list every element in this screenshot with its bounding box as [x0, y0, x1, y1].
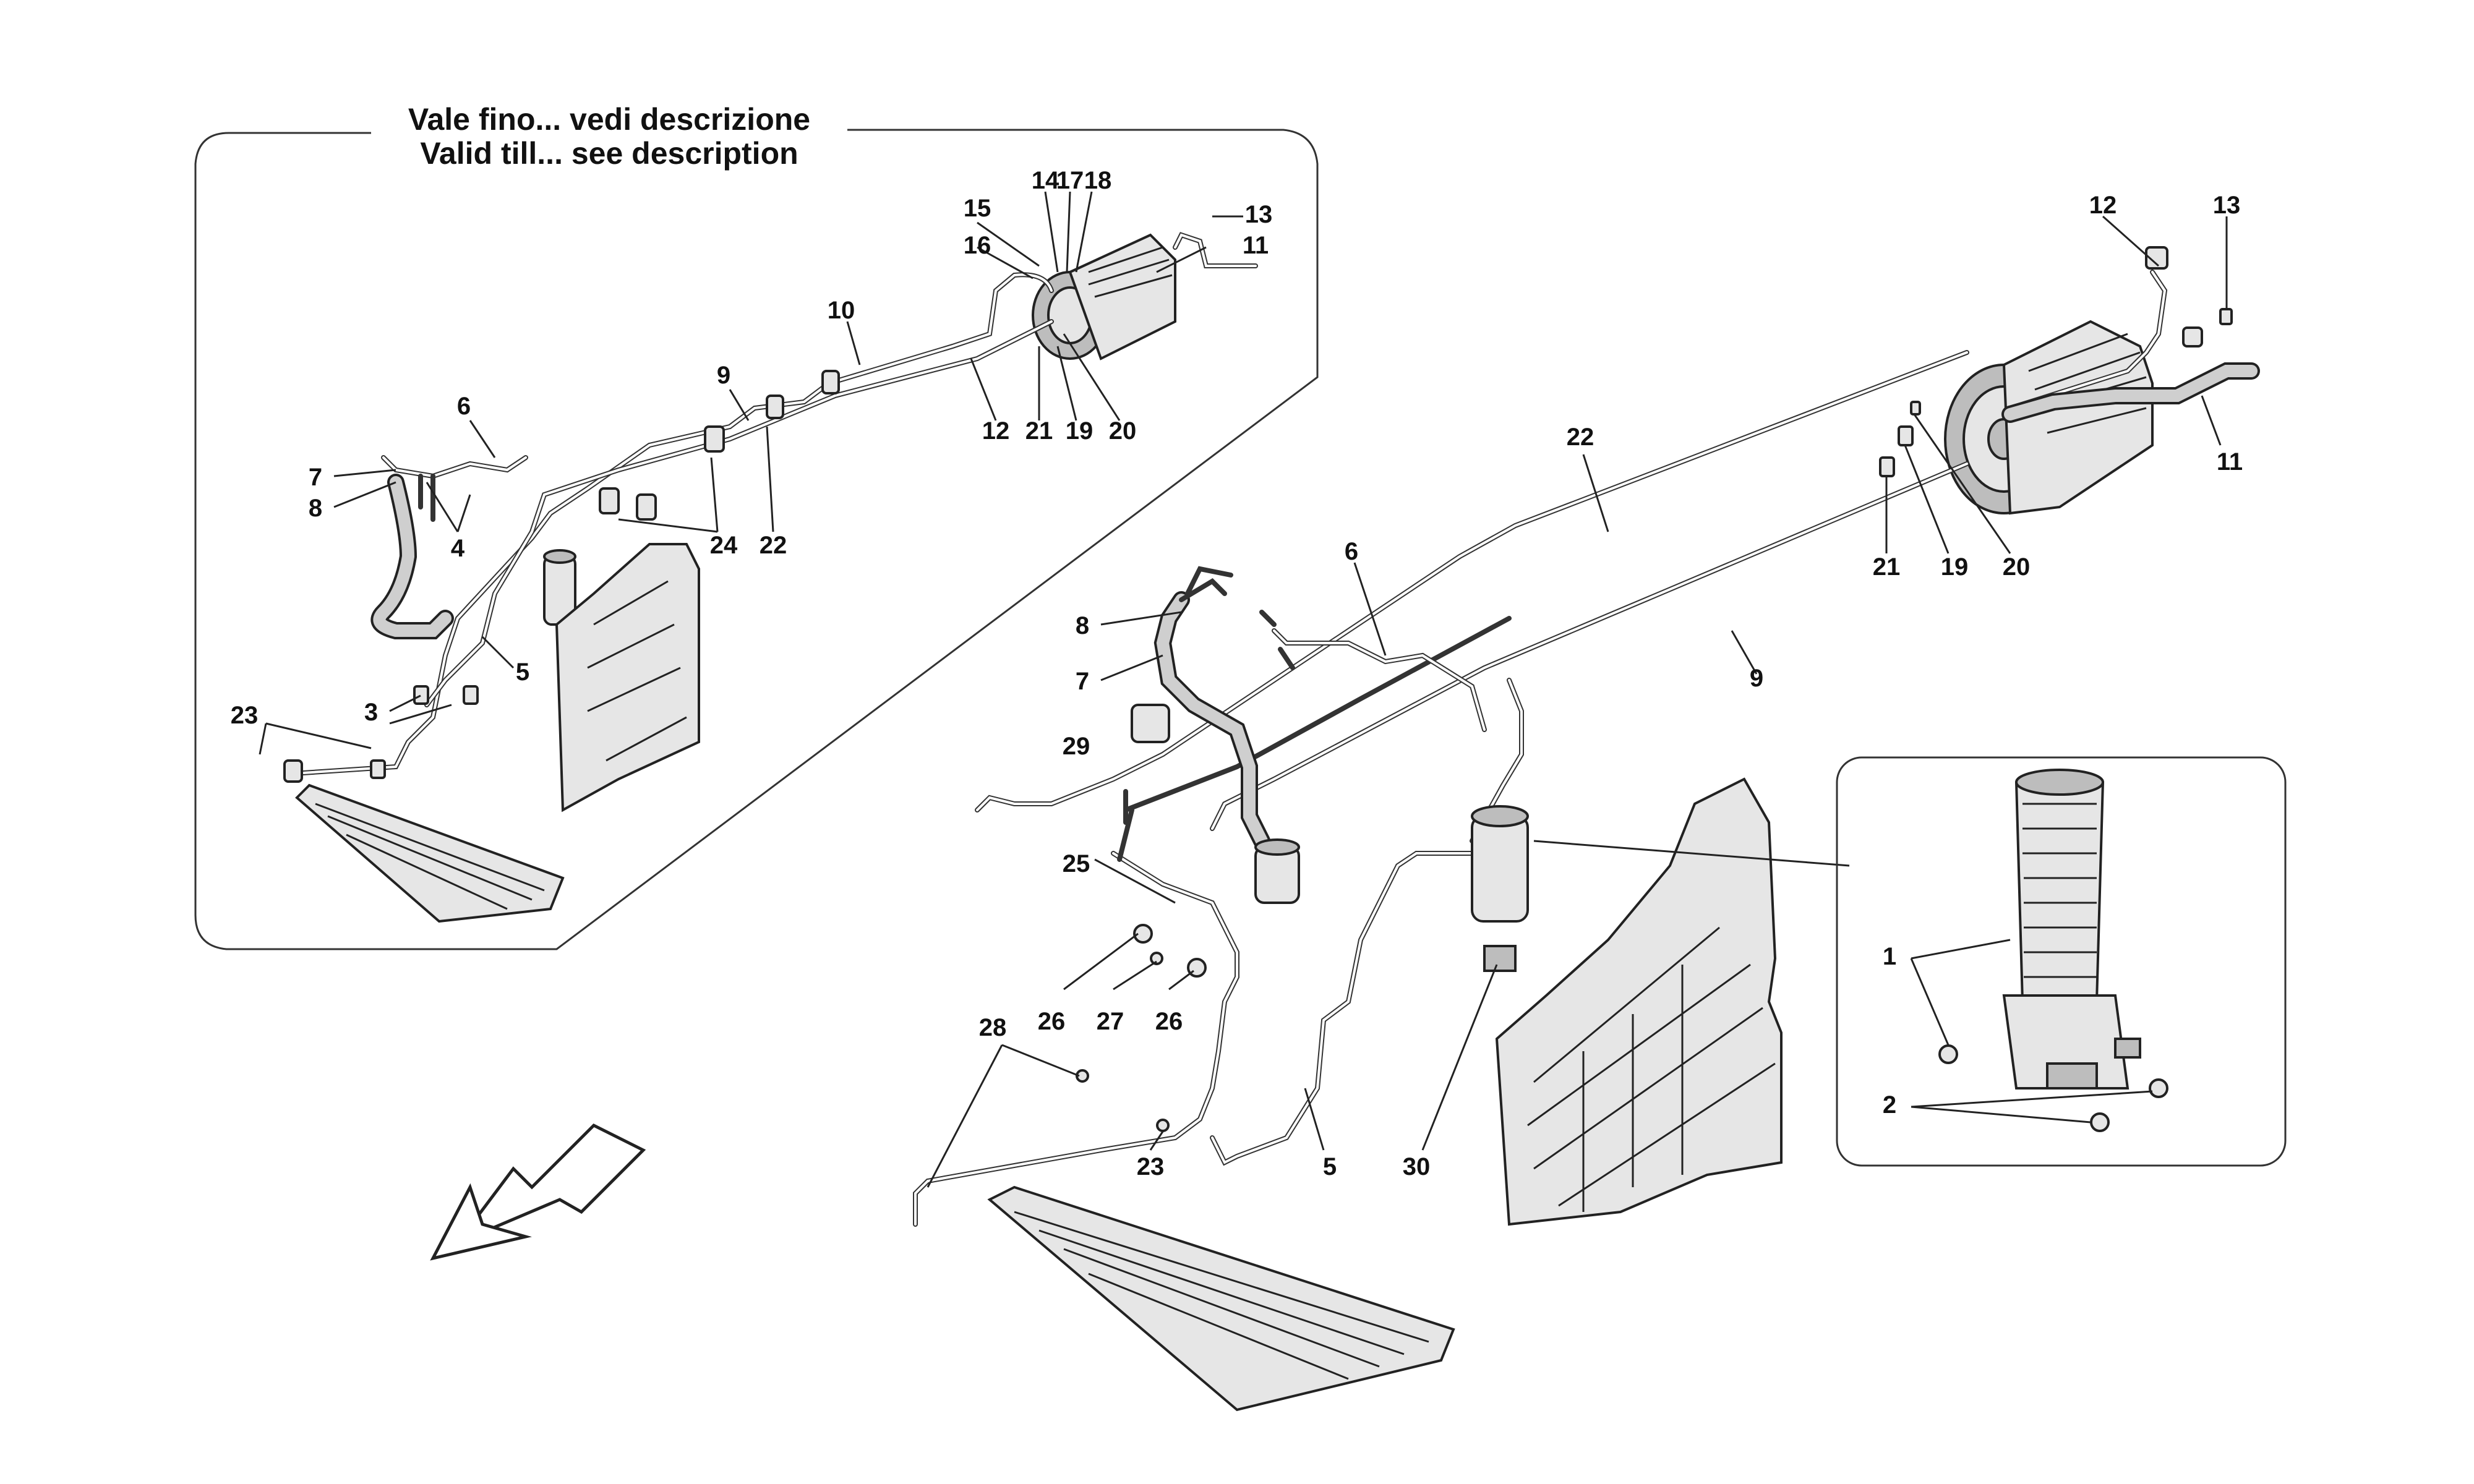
callout: 15: [964, 195, 991, 222]
main-hose-7: [1154, 566, 1270, 850]
inset-bracket: [555, 543, 700, 812]
arrow-down-left-icon: [430, 1123, 646, 1261]
callout: 12: [2089, 192, 2117, 219]
callout: 7: [309, 464, 322, 491]
callout: 8: [309, 495, 322, 522]
callout: 7: [1076, 668, 1089, 695]
callout: 5: [516, 659, 529, 686]
inset-pipes: [301, 232, 1258, 775]
callout: 26: [1038, 1008, 1066, 1035]
callout: 24: [710, 532, 738, 559]
callout: 5: [1323, 1153, 1337, 1180]
callout: 19: [1941, 553, 1969, 581]
callout: 13: [2213, 192, 2241, 219]
main-fittings: [1076, 246, 2233, 1132]
callout: 27: [1097, 1008, 1124, 1035]
callout: 3: [364, 699, 378, 726]
callout: 2: [1883, 1091, 1896, 1119]
callout: 30: [1403, 1153, 1431, 1180]
callout: 23: [1137, 1153, 1165, 1180]
callout: 14: [1032, 167, 1059, 194]
detail-box: 1 2: [1836, 756, 2287, 1167]
callout: 4: [451, 535, 465, 562]
inset-receiver-drier: [543, 549, 576, 626]
main-hose-11: [2001, 362, 2260, 423]
callout: 13: [1245, 201, 1273, 228]
callout: 16: [964, 232, 991, 259]
callout: 1: [1883, 943, 1896, 970]
callout: 22: [1567, 424, 1594, 451]
callout: 9: [717, 362, 730, 389]
callout: 18: [1084, 167, 1112, 194]
callout: 8: [1076, 612, 1089, 639]
callout: 21: [1873, 553, 1901, 581]
inset-callouts: 15 16 14 17 18 13 11 10 9 6 7 8 4 24 22 …: [231, 167, 1273, 729]
callout: 20: [2003, 553, 2031, 581]
main-bracket: [1495, 777, 1783, 1226]
main-callouts: 12 13 11 22 21 19 20 6 9 8 7 29 25 26 27…: [979, 192, 2243, 1180]
main-pipes: [913, 270, 2168, 1227]
callout: 25: [1063, 850, 1090, 877]
inset-clamps: [283, 370, 840, 783]
callout: 28: [979, 1014, 1007, 1041]
main-condenser: [987, 1185, 1455, 1412]
main-receiver-drier: [1254, 805, 1529, 972]
inset-frame-left: [194, 129, 1319, 950]
callout: 6: [457, 393, 471, 420]
main-leaders: [927, 215, 2228, 1188]
callout: 10: [828, 297, 855, 324]
callout: 9: [1750, 665, 1763, 692]
callout: 29: [1063, 733, 1090, 760]
callout: 23: [231, 702, 259, 729]
callout: 6: [1345, 538, 1358, 565]
callout: 17: [1056, 167, 1084, 194]
callout: 12: [982, 417, 1010, 445]
callout: 19: [1066, 417, 1094, 445]
callout: 26: [1155, 1008, 1183, 1035]
callout: 11: [1243, 232, 1269, 259]
callout: 11: [2217, 448, 2243, 475]
callout: 21: [1025, 417, 1053, 445]
inset-compressor: [1032, 233, 1176, 360]
inset-condenser: [295, 783, 565, 923]
header-line-1: Vale fino... vedi descrizione: [408, 102, 810, 137]
main-compressor: [1944, 320, 2154, 515]
callout: 20: [1109, 417, 1137, 445]
inset-leaders: [259, 191, 1243, 755]
header-line-2: Valid till... see description: [420, 136, 798, 171]
callout: 22: [760, 532, 787, 559]
